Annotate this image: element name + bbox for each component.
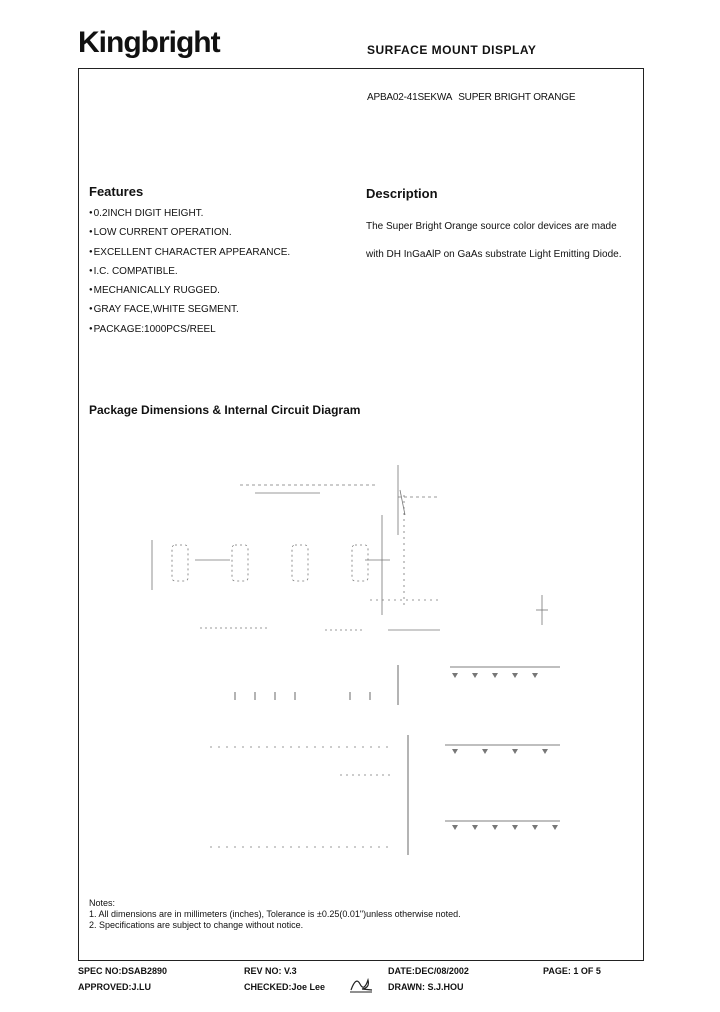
document-frame [78, 68, 644, 961]
document-title: SURFACE MOUNT DISPLAY [367, 43, 537, 57]
note-item: 1. All dimensions are in millimeters (in… [89, 909, 461, 919]
feature-item: I.C. COMPATIBLE. [89, 264, 290, 283]
part-color: SUPER BRIGHT ORANGE [458, 92, 576, 103]
description-heading: Description [366, 186, 438, 201]
feature-item: LOW CURRENT OPERATION. [89, 225, 290, 244]
package-drawing [151, 465, 560, 855]
drawn-by: DRAWN: S.J.HOU [388, 982, 464, 992]
feature-item: GRAY FACE,WHITE SEGMENT. [89, 302, 290, 321]
feature-item: MECHANICALLY RUGGED. [89, 283, 290, 302]
note-item: 2. Specifications are subject to change … [89, 920, 304, 930]
features-list: 0.2INCH DIGIT HEIGHT. LOW CURRENT OPERAT… [89, 206, 291, 341]
notes-title: Notes: [89, 898, 116, 908]
checked-by: CHECKED:Joe Lee [244, 982, 326, 992]
company-logo: Kingbright [78, 26, 221, 59]
document-date: DATE:DEC/08/2002 [388, 966, 469, 976]
package-heading: Package Dimensions & Internal Circuit Di… [89, 403, 361, 417]
features-heading: Features [89, 184, 144, 199]
feature-item: 0.2INCH DIGIT HEIGHT. [89, 206, 290, 225]
approved-by: APPROVED:J.LU [78, 982, 152, 992]
description-text: The Super Bright Orange source color dev… [366, 221, 622, 260]
part-line: APBA02-41SEKWA SUPER BRIGHT ORANGE [367, 92, 576, 103]
signature-mark [350, 977, 373, 993]
page-number: PAGE: 1 OF 5 [543, 966, 601, 976]
spec-number: SPEC NO:DSAB2890 [78, 966, 168, 976]
revision-number: REV NO: V.3 [244, 966, 297, 976]
feature-item: PACKAGE:1000PCS/REEL [89, 322, 290, 341]
notes: Notes: 1. All dimensions are in millimet… [89, 898, 461, 931]
part-number: APBA02-41SEKWA [367, 92, 453, 103]
feature-item: EXCELLENT CHARACTER APPEARANCE. [89, 245, 291, 264]
